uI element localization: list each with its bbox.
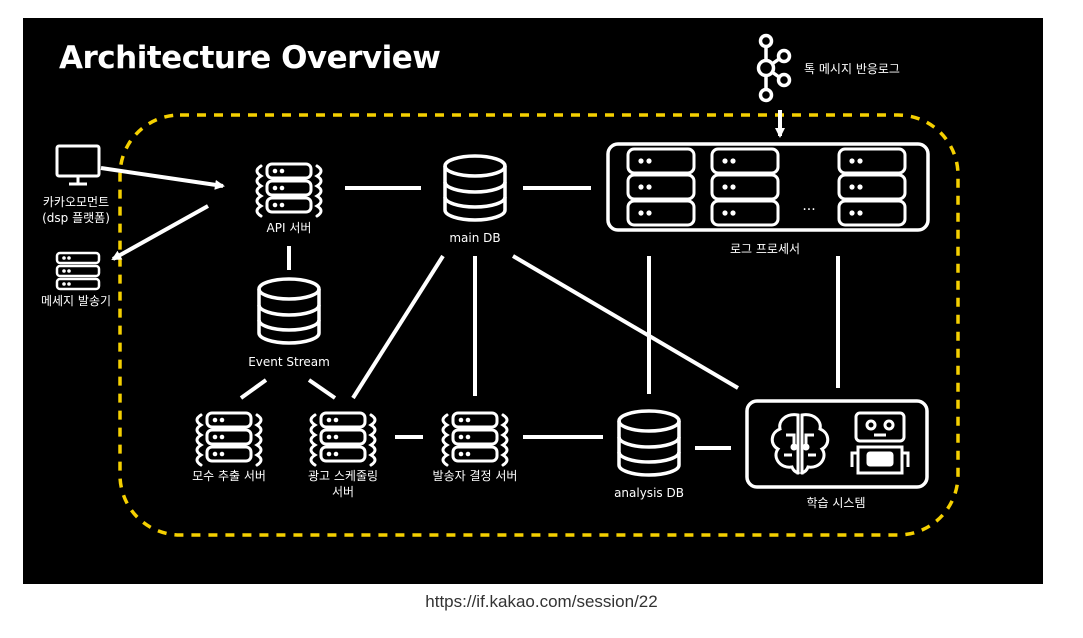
server-stack-icon bbox=[309, 411, 377, 467]
ad-scheduling-server-label: 광고 스케줄링 서버 bbox=[307, 469, 379, 499]
log-processor-ellipsis: ... bbox=[802, 198, 816, 214]
analysis-db-label: analysis DB bbox=[614, 486, 684, 500]
log-processor-box bbox=[606, 142, 930, 232]
source-caption: https://if.kakao.com/session/22 bbox=[425, 592, 658, 611]
server-stack-icon bbox=[626, 147, 696, 227]
server-stack-icon bbox=[837, 147, 907, 227]
monitor-icon bbox=[55, 144, 101, 186]
architecture-slide: Architecture Overview bbox=[23, 18, 1043, 584]
brain-icon bbox=[770, 413, 830, 475]
learning-system-box bbox=[745, 399, 929, 489]
server-stack-icon bbox=[441, 411, 509, 467]
database-icon bbox=[617, 409, 681, 477]
slide-title: Architecture Overview bbox=[59, 40, 441, 76]
server-stack-icon bbox=[710, 147, 780, 227]
diagram-canvas bbox=[55, 33, 960, 537]
population-server-label: 모수 추출 서버 bbox=[192, 469, 266, 483]
message-sender-label: 메세지 발송기 bbox=[40, 294, 112, 308]
server-stack-icon bbox=[255, 162, 323, 218]
database-icon bbox=[257, 277, 321, 345]
sender-decision-server-label: 발송자 결정 서버 bbox=[432, 469, 518, 483]
server-stack-icon bbox=[55, 251, 101, 291]
kafka-label: 톡 메시지 반응로그 bbox=[804, 62, 900, 76]
system-boundary bbox=[118, 113, 960, 537]
event-stream-label: Event Stream bbox=[248, 355, 330, 369]
server-stack-icon bbox=[195, 411, 263, 467]
api-server-label: API 서버 bbox=[266, 221, 312, 235]
main-db-label: main DB bbox=[449, 231, 501, 245]
connectors bbox=[100, 110, 840, 450]
database-icon bbox=[443, 154, 507, 222]
learning-system-label: 학습 시스템 bbox=[806, 496, 866, 510]
log-processor-label: 로그 프로세서 bbox=[729, 242, 801, 256]
kakao-moment-label: 카카오모먼트 (dsp 플랫폼) bbox=[42, 195, 110, 225]
kafka-icon bbox=[756, 33, 792, 103]
robot-icon bbox=[850, 411, 910, 475]
